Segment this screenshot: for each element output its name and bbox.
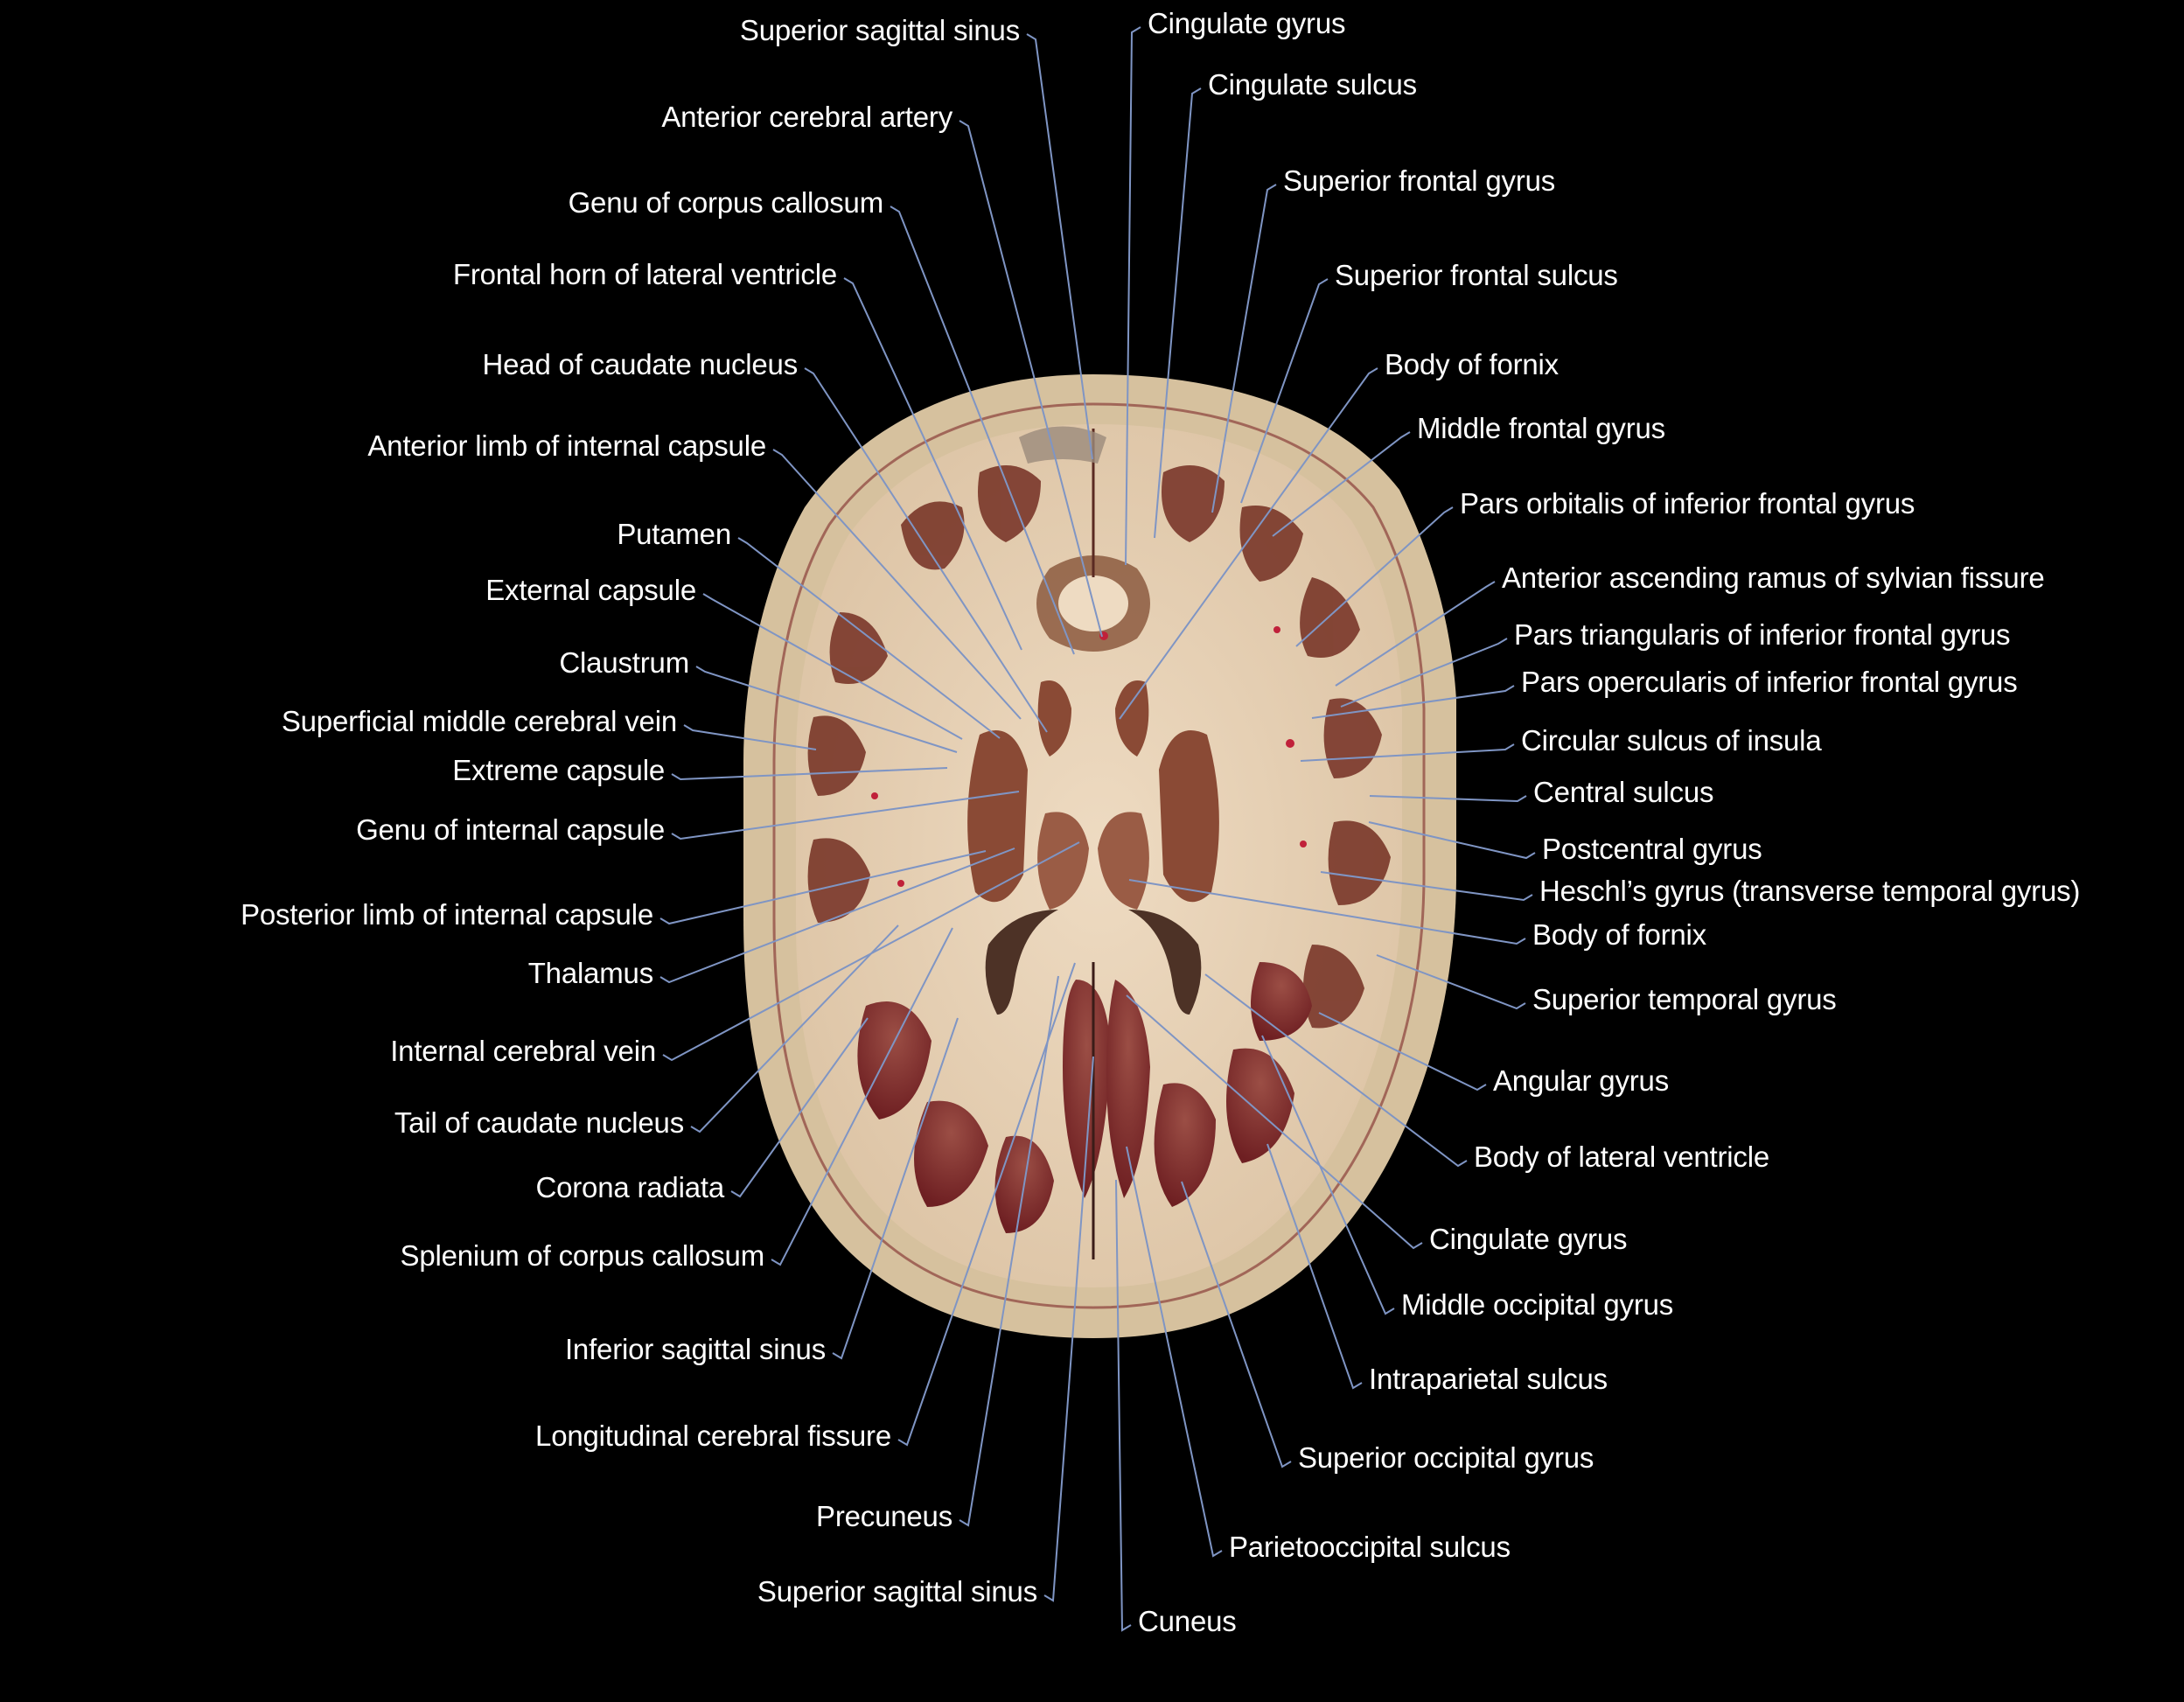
label-superficial-middle-cerebral-vein: Superficial middle cerebral vein: [281, 705, 677, 737]
label-circular-sulcus-of-insula: Circular sulcus of insula: [1521, 724, 1822, 757]
label-cuneus: Cuneus: [1138, 1605, 1237, 1637]
label-corona-radiata: Corona radiata: [535, 1171, 724, 1203]
label-external-capsule: External capsule: [485, 574, 696, 606]
label-body-of-lateral-ventricle: Body of lateral ventricle: [1474, 1140, 1770, 1173]
label-superior-temporal-gyrus: Superior temporal gyrus: [1532, 983, 1837, 1015]
label-frontal-horn-lateral-ventricle: Frontal horn of lateral ventricle: [452, 258, 837, 290]
label-body-of-fornix-upper: Body of fornix: [1385, 348, 1559, 380]
label-pars-triangularis: Pars triangularis of inferior frontal gy…: [1514, 618, 2011, 651]
label-superior-occipital-gyrus: Superior occipital gyrus: [1298, 1441, 1594, 1474]
label-pars-orbitalis: Pars orbitalis of inferior frontal gyrus: [1460, 487, 1915, 520]
label-splenium-of-corpus-callosum: Splenium of corpus callosum: [400, 1239, 765, 1272]
label-cingulate-sulcus: Cingulate sulcus: [1208, 68, 1417, 101]
label-precuneus: Precuneus: [816, 1500, 952, 1532]
label-heschls-gyrus: Heschl’s gyrus (transverse temporal gyru…: [1539, 875, 2081, 907]
label-claustrum: Claustrum: [559, 646, 689, 679]
label-putamen: Putamen: [617, 518, 731, 550]
label-superior-frontal-sulcus: Superior frontal sulcus: [1335, 259, 1618, 291]
label-middle-occipital-gyrus: Middle occipital gyrus: [1401, 1288, 1674, 1321]
label-anterior-limb-internal-capsule: Anterior limb of internal capsule: [367, 429, 766, 462]
right-putamen: [1159, 730, 1219, 903]
label-angular-gyrus: Angular gyrus: [1493, 1064, 1670, 1097]
label-cingulate-gyrus-posterior: Cingulate gyrus: [1429, 1223, 1628, 1255]
label-anterior-ascending-ramus: Anterior ascending ramus of sylvian fiss…: [1502, 562, 2045, 594]
label-superior-frontal-gyrus: Superior frontal gyrus: [1283, 164, 1556, 197]
label-posterior-limb-internal-capsule: Posterior limb of internal capsule: [241, 898, 653, 931]
label-inferior-sagittal-sinus: Inferior sagittal sinus: [564, 1333, 826, 1365]
label-middle-frontal-gyrus: Middle frontal gyrus: [1417, 412, 1665, 444]
label-postcentral-gyrus: Postcentral gyrus: [1542, 833, 1762, 865]
label-pars-opercularis: Pars opercularis of inferior frontal gyr…: [1521, 666, 2018, 698]
label-superior-sagittal-sinus-anterior: Superior sagittal sinus: [739, 14, 1020, 46]
label-intraparietal-sulcus: Intraparietal sulcus: [1369, 1363, 1608, 1395]
label-head-of-caudate-nucleus: Head of caudate nucleus: [482, 348, 799, 380]
label-anterior-cerebral-artery: Anterior cerebral artery: [661, 101, 952, 133]
label-internal-cerebral-vein: Internal cerebral vein: [390, 1035, 656, 1067]
label-cingulate-gyrus-anterior: Cingulate gyrus: [1148, 7, 1346, 39]
label-body-of-fornix-lower: Body of fornix: [1532, 918, 1706, 951]
label-longitudinal-cerebral-fissure: Longitudinal cerebral fissure: [535, 1419, 891, 1452]
label-central-sulcus: Central sulcus: [1533, 776, 1714, 808]
label-thalamus: Thalamus: [527, 957, 653, 989]
left-putamen: [967, 730, 1028, 903]
label-superior-sagittal-sinus-posterior: Superior sagittal sinus: [757, 1575, 1037, 1608]
label-genu-of-internal-capsule: Genu of internal capsule: [356, 813, 665, 846]
label-extreme-capsule: Extreme capsule: [452, 754, 665, 786]
label-tail-of-caudate-nucleus: Tail of caudate nucleus: [394, 1106, 684, 1139]
label-genu-of-corpus-callosum: Genu of corpus callosum: [568, 186, 884, 219]
label-parietooccipital-sulcus: Parietooccipital sulcus: [1229, 1531, 1511, 1563]
